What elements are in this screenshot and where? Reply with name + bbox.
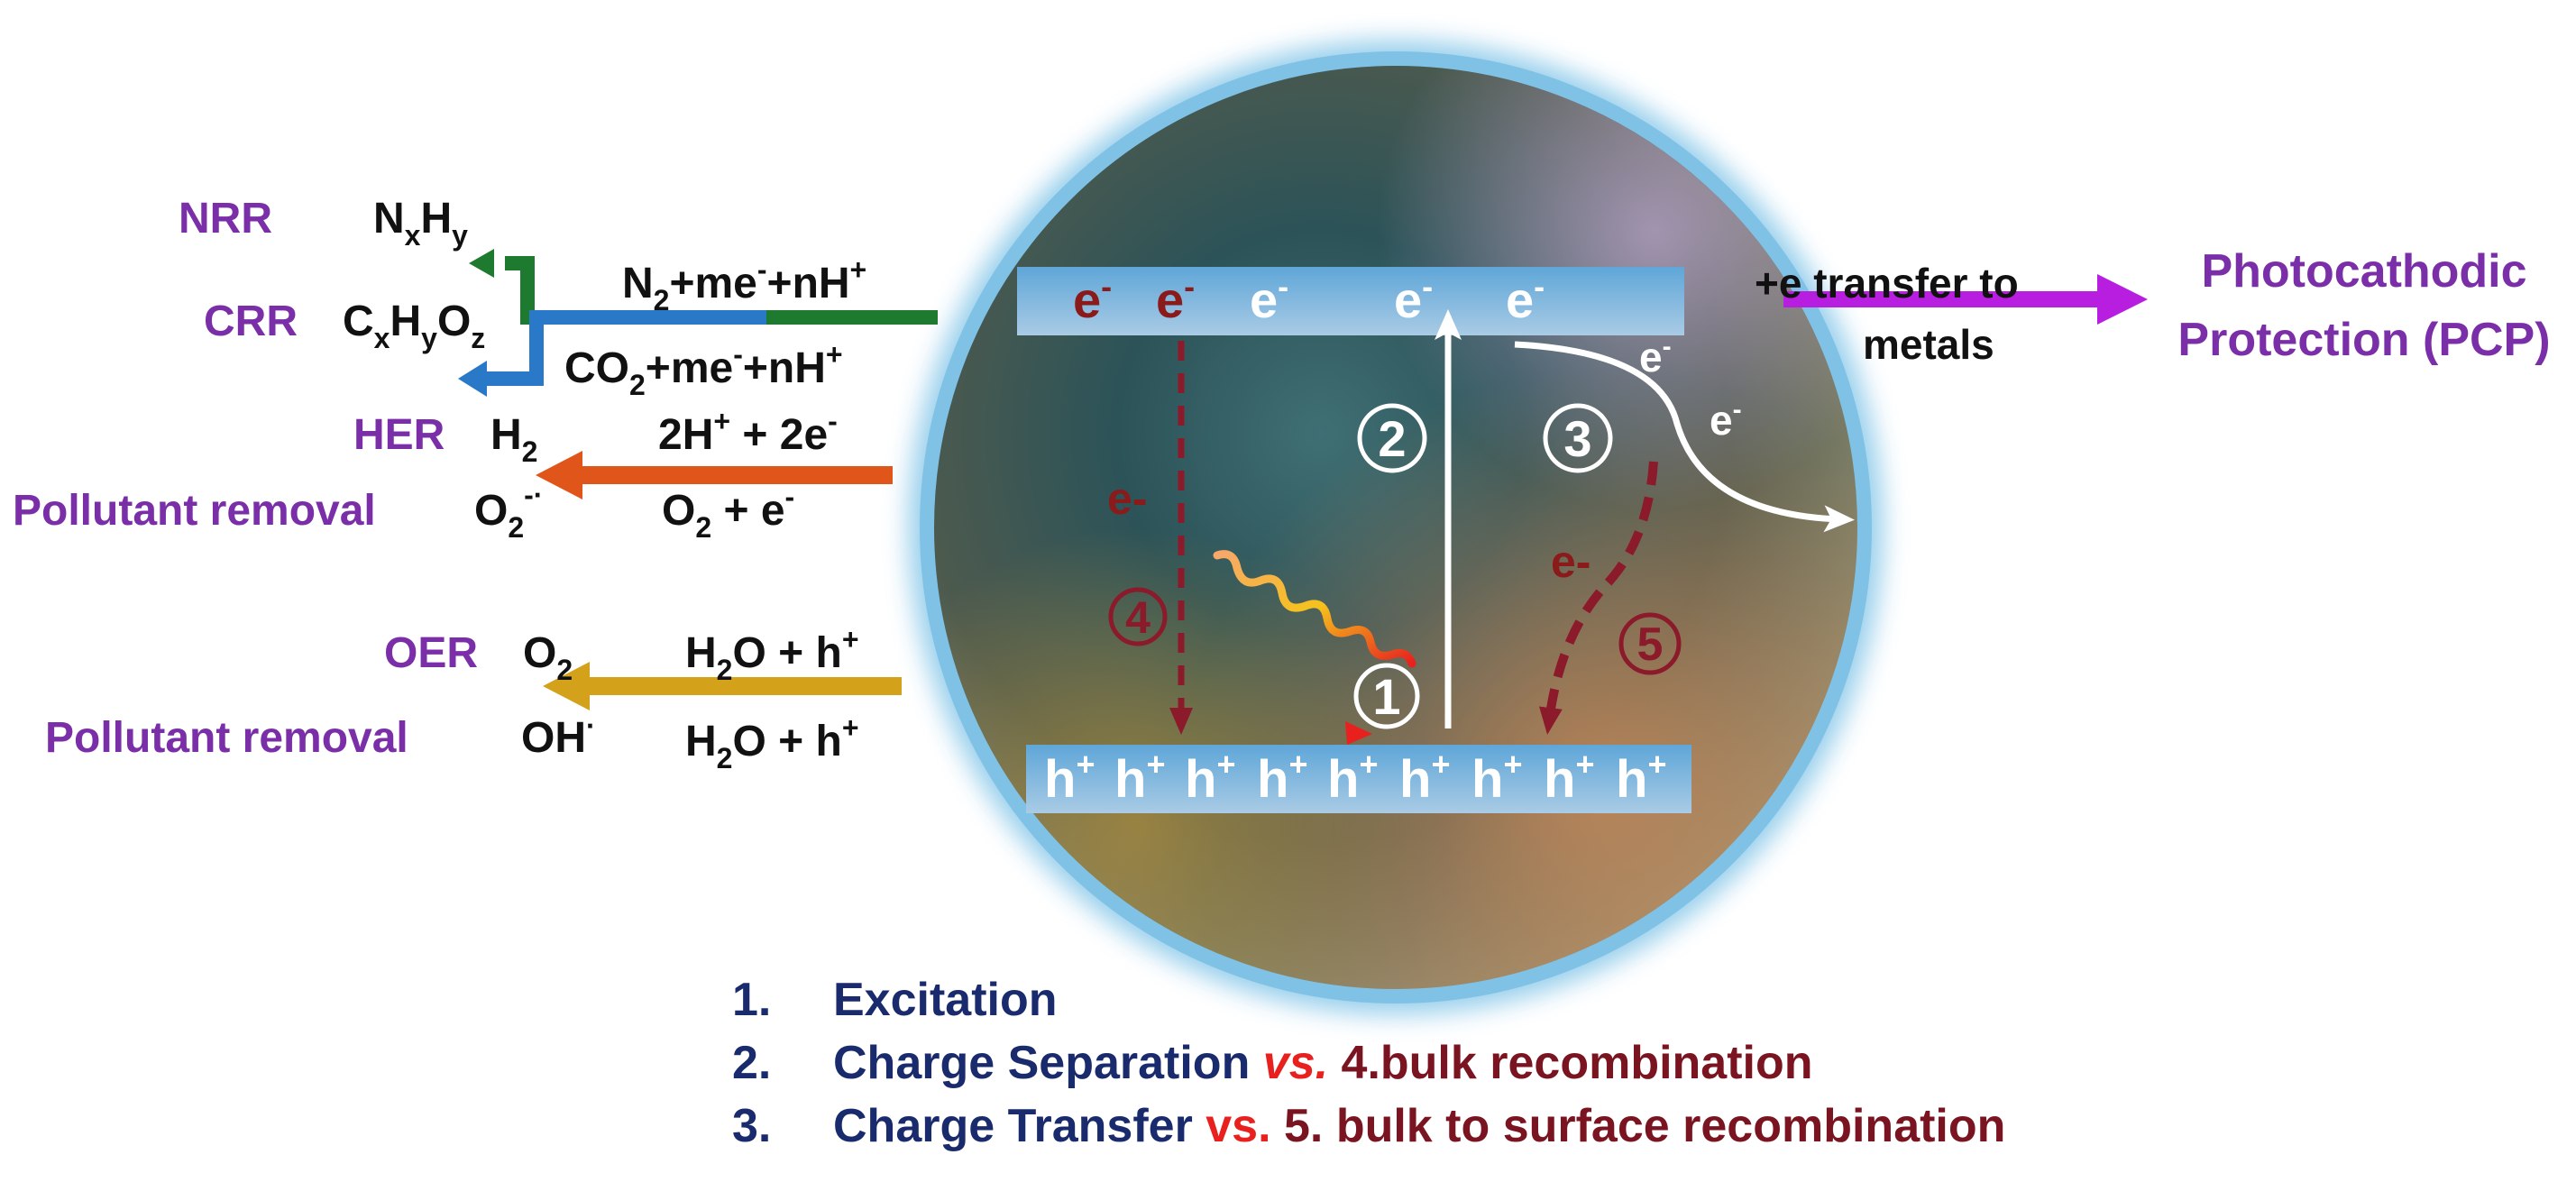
svg-text:3: 3 xyxy=(1563,410,1591,467)
svg-text:4: 4 xyxy=(1125,592,1150,643)
cb-electrons: e- e- e- e- e- xyxy=(1073,268,1545,328)
vb-hole: h+ xyxy=(1185,746,1235,809)
her-reactant: 2H+ + 2e- xyxy=(658,405,838,459)
crr-product: CxHyOz xyxy=(343,298,485,354)
cb-electron: e- xyxy=(1394,268,1433,328)
pollutant2-product: OH· xyxy=(521,710,596,762)
legend-item-3: 3.Charge Transfer vs. 5. bulk to surface… xyxy=(732,1100,2005,1152)
her-arrowhead-icon xyxy=(536,451,582,499)
cb-electron: e- xyxy=(1073,268,1112,328)
her-label: HER xyxy=(353,411,445,459)
her-product: H2 xyxy=(490,411,537,468)
vb-hole: h+ xyxy=(1327,746,1378,809)
crr-label: CRR xyxy=(204,298,298,345)
legend: 1.Excitation 2.Charge Separation vs. 4.b… xyxy=(732,974,2005,1152)
vb-hole: h+ xyxy=(1257,746,1307,809)
vb-hole: h+ xyxy=(1044,746,1095,809)
transfer-electron-label: e- xyxy=(1639,332,1672,380)
photon-wave-icon xyxy=(1213,550,1416,745)
vb-hole: h+ xyxy=(1471,746,1522,809)
pollutant1-product: O2-· xyxy=(474,479,543,544)
pcp-line1: Photocathodic xyxy=(2201,245,2526,298)
step-marker-3: 3 xyxy=(1543,403,1613,473)
co2-reactant: CO2+me-+nH+ xyxy=(564,338,843,401)
transfer-to-metals-line2: metals xyxy=(1863,321,1994,368)
oh-reactant: H2O + h+ xyxy=(685,711,859,774)
vb-hole: h+ xyxy=(1399,746,1450,809)
cb-electron: e- xyxy=(1506,268,1545,328)
valence-band xyxy=(1026,745,1691,813)
nrr-label: NRR xyxy=(179,195,272,243)
o2-reactant: O2 + e- xyxy=(662,481,794,544)
oer-arrowhead-icon xyxy=(543,662,590,710)
svg-text:1: 1 xyxy=(1372,668,1400,725)
oer-reactant: H2O + h+ xyxy=(685,623,859,686)
crr-arrow xyxy=(487,310,766,386)
semiconductor-particle xyxy=(909,41,1883,1014)
legend-item-2: 2.Charge Separation vs. 4.bulk recombina… xyxy=(732,1037,1813,1089)
step-marker-4: 4 xyxy=(1108,587,1168,646)
oer-label: OER xyxy=(384,629,478,677)
pollutant-removal-label-2: Pollutant removal xyxy=(45,714,408,762)
svg-text:2: 2 xyxy=(1378,410,1406,467)
oer-product: O2 xyxy=(523,629,573,686)
surface-recombination-arrow xyxy=(1539,461,1658,735)
surface-electron-label: e- xyxy=(1551,536,1591,587)
bulk-electron-label: e- xyxy=(1107,473,1147,524)
crr-arrowhead-icon xyxy=(458,361,487,397)
conduction-band xyxy=(1017,267,1684,335)
pollutant-removal-label-1: Pollutant removal xyxy=(13,487,376,535)
svg-text:5: 5 xyxy=(1637,618,1664,671)
vb-hole: h+ xyxy=(1544,746,1594,809)
transfer-to-metals-line1: +e transfer to xyxy=(1755,260,2019,307)
charge-transfer-arrow xyxy=(1514,341,1855,533)
n2-reactant: N2+me-+nH+ xyxy=(622,253,866,316)
cb-electron: e- xyxy=(1156,268,1195,328)
vb-hole: h+ xyxy=(1114,746,1165,809)
pcp-arrowhead-icon xyxy=(2097,274,2148,325)
legend-item-1: 1.Excitation xyxy=(732,974,1058,1026)
step-marker-2: 2 xyxy=(1357,403,1427,473)
transfer-electron-label: e- xyxy=(1710,395,1742,444)
pcp-line2: Protection (PCP) xyxy=(2177,314,2550,366)
nrr-product: NxHy xyxy=(373,195,468,252)
vb-holes: h+ h+ h+ h+ h+ h+ h+ h+ h+ xyxy=(1044,746,1666,809)
step-marker-5: 5 xyxy=(1618,612,1682,675)
step-marker-1: 1 xyxy=(1353,663,1420,729)
vb-hole: h+ xyxy=(1616,746,1666,809)
cb-electron: e- xyxy=(1250,268,1288,328)
nrr-arrowhead-icon xyxy=(469,249,494,278)
